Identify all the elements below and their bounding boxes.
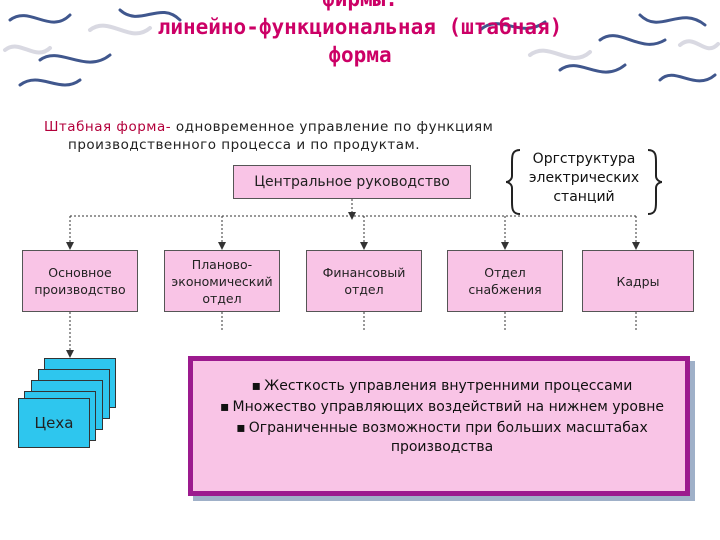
org-note-line-1: Оргструктура xyxy=(532,151,636,167)
drawback-item-1: Жесткость управления внутренними процесс… xyxy=(213,377,671,396)
central-management-box: Центральное руководство xyxy=(233,165,471,199)
drawbacks-box: Жесткость управления внутренними процесс… xyxy=(188,356,690,496)
dept-financial: Финансовый отдел xyxy=(306,250,422,312)
intro-line-1: одновременное управление по функциям xyxy=(171,119,494,135)
page-title-line-2: форма xyxy=(328,43,392,67)
org-structure-note: Оргструктура электрических станций xyxy=(520,150,648,207)
dept-main-production: Основное производство xyxy=(22,250,138,312)
intro-line-2: производственного процесса и по продукта… xyxy=(68,137,421,153)
dept-planning-economic: Планово-экономический отдел xyxy=(164,250,280,312)
drawback-item-3: Ограниченные возможности при больших мас… xyxy=(213,419,671,457)
workshops-card: Цеха xyxy=(18,398,90,448)
dept-supply: Отдел снабжения xyxy=(447,250,563,312)
dept-personnel: Кадры xyxy=(582,250,694,312)
drawback-item-2: Множество управляющих воздействий на ниж… xyxy=(213,398,671,417)
intro-text: Штабная форма- одновременное управление … xyxy=(44,118,604,154)
org-note-line-3: станций xyxy=(553,189,615,205)
org-note-line-2: электрических xyxy=(528,170,640,186)
org-structure-braces xyxy=(506,149,662,215)
page-title-line-0: фирмы: xyxy=(0,0,720,12)
intro-term: Штабная форма- xyxy=(44,119,172,135)
decorative-swirl-band xyxy=(3,8,720,87)
page-title-line-1: линейно-функциональная (штабная) xyxy=(157,15,563,39)
